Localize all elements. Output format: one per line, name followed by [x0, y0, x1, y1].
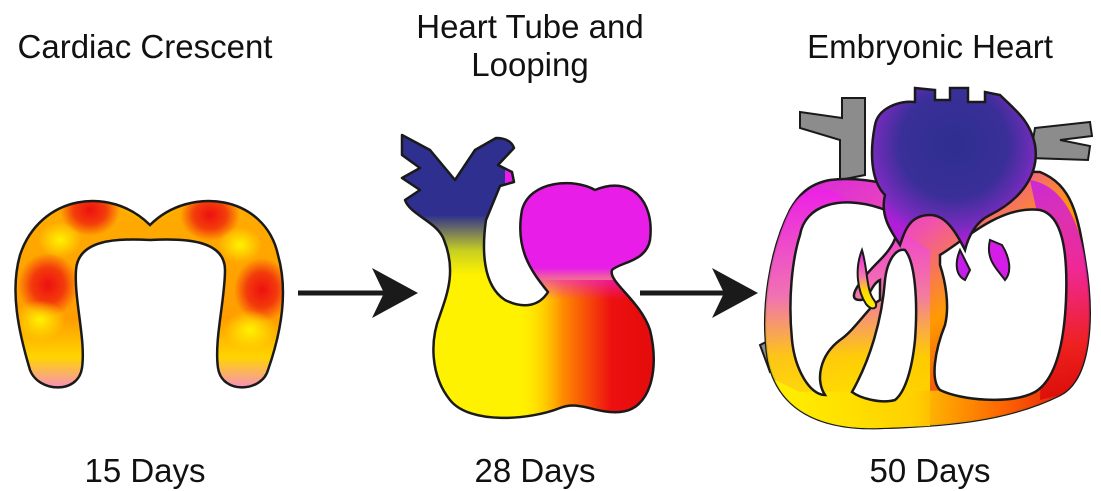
cardiac-crescent-shape — [0, 170, 300, 410]
embryonic-heart-shape — [760, 88, 1092, 428]
arrow-right-icon — [298, 268, 418, 318]
heart-tube-shape — [395, 125, 665, 425]
arrow-right-icon — [640, 268, 758, 318]
